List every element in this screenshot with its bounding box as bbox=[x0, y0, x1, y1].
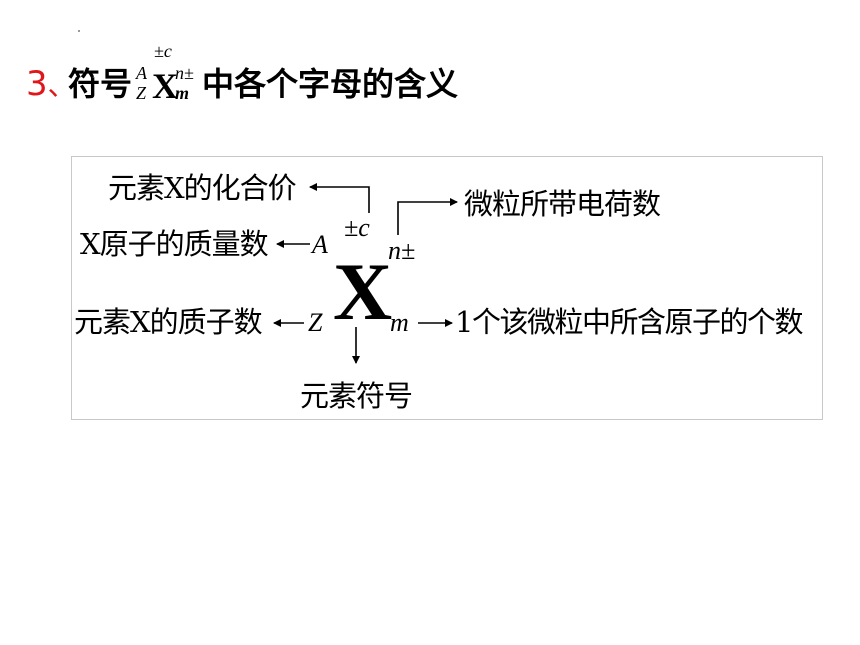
label-element-symbol: 元素符号 bbox=[300, 379, 413, 413]
label-atomic-number: 元素X的质子数 bbox=[74, 305, 263, 339]
label-valence: 元素X的化合价 bbox=[108, 171, 297, 205]
heading-valence: ±c bbox=[154, 41, 172, 61]
label-atom-count: 1个该微粒中所含原子的个数 bbox=[455, 305, 803, 339]
heading-atom-count: m bbox=[175, 83, 190, 103]
diagram-arrows bbox=[273, 183, 458, 364]
slide-heading: 3、 符号 A Z X ±c n± m 中各个字母的含义 bbox=[0, 0, 860, 130]
heading-number-digit: 3 bbox=[26, 64, 48, 104]
heading-separator: 、 bbox=[47, 69, 76, 102]
symbol-mass-number: A bbox=[312, 230, 328, 259]
heading-text-after: 中各个字母的含义 bbox=[202, 65, 459, 103]
symbol-charge: n± bbox=[388, 236, 416, 265]
arrow-valence bbox=[309, 183, 370, 213]
decorative-dot bbox=[78, 30, 80, 32]
element-symbol-large: X bbox=[333, 246, 393, 337]
heading-mass-number: A bbox=[136, 63, 147, 83]
heading-text-before: 符号 bbox=[68, 65, 133, 103]
label-mass-number: X原子的质量数 bbox=[80, 227, 269, 261]
heading-atomic-number: Z bbox=[136, 83, 147, 103]
symbol-atomic-number: Z bbox=[308, 308, 323, 337]
arrow-charge bbox=[397, 198, 458, 235]
heading-element: X bbox=[152, 66, 178, 106]
symbol-meaning-diagram: X ±c A Z n± m 元素X的化合价 X原子的质量数 元素X的质子数 微粒… bbox=[71, 156, 823, 420]
heading-number: 3、 bbox=[26, 64, 76, 106]
heading-charge: n± bbox=[175, 63, 194, 83]
symbol-atom-count: m bbox=[390, 308, 409, 337]
symbol-valence: ±c bbox=[344, 213, 370, 242]
label-charge: 微粒所带电荷数 bbox=[464, 187, 661, 221]
